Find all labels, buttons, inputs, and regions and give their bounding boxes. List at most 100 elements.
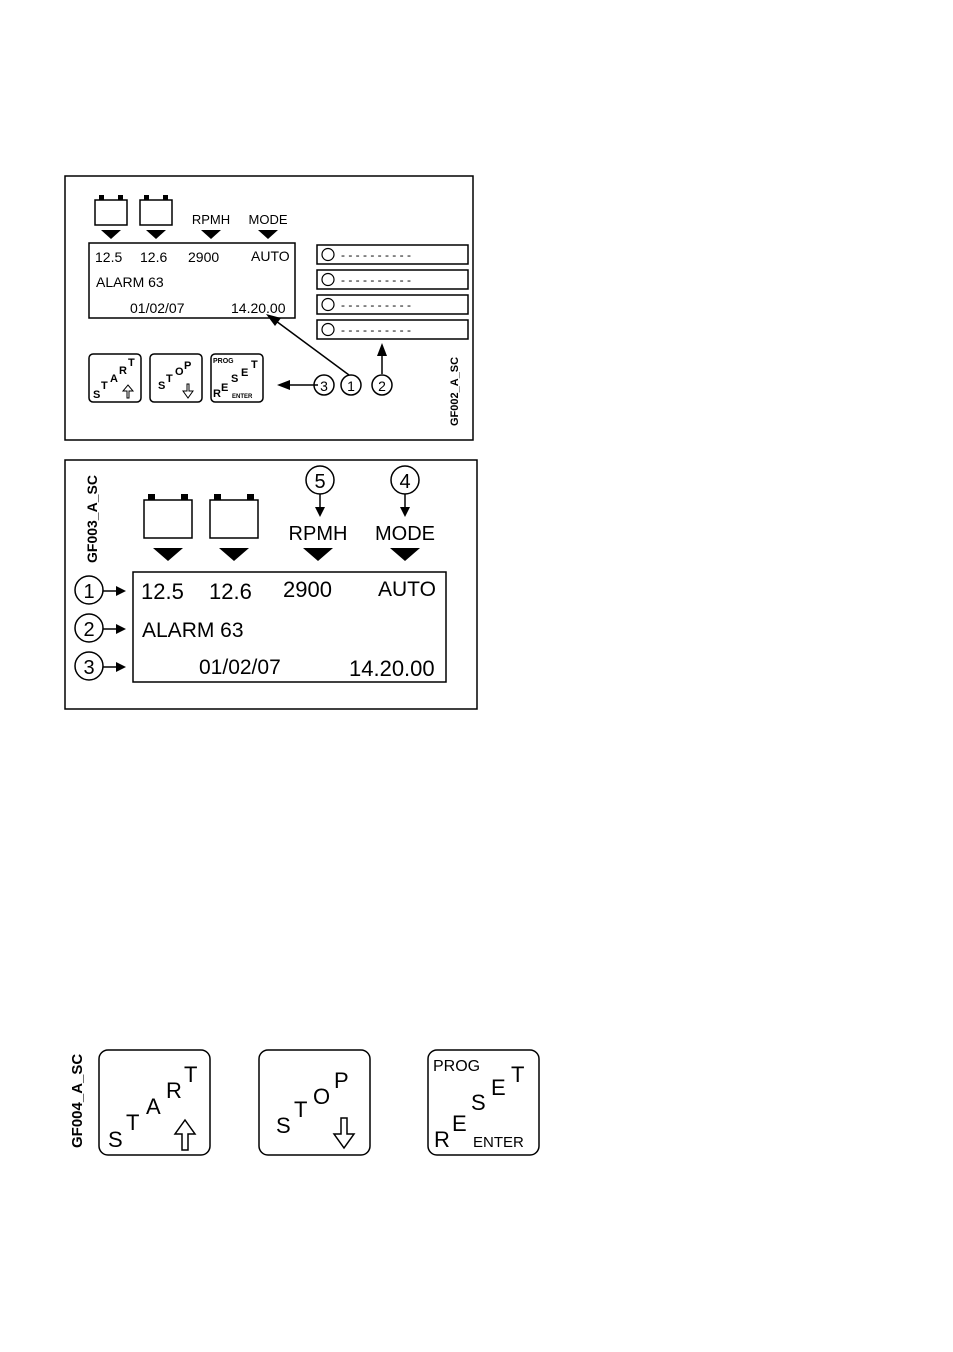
led-bar-dashes: - - - - - - - - - - [341, 248, 411, 262]
callout-circle [313, 374, 335, 396]
triangle-down-icon [101, 230, 121, 239]
triangle-down-icon [201, 230, 221, 239]
callout-number: 2 [378, 378, 386, 394]
battery-icon [209, 494, 259, 539]
svg-text:T: T [294, 1097, 307, 1122]
battery1-value: 12.5 [95, 249, 122, 265]
led-icon [321, 247, 335, 262]
led-bar-dashes: - - - - - - - - - - [341, 273, 411, 287]
arrow-right-icon [116, 662, 126, 672]
mode-label: MODE [249, 212, 288, 227]
callout-number: 3 [83, 657, 94, 679]
time-value: 14.20.00 [231, 300, 286, 316]
led-bar: - - - - - - - - - - [316, 319, 469, 340]
svg-text:E: E [241, 367, 248, 379]
svg-text:O: O [313, 1084, 330, 1109]
rpmh-value: 2900 [283, 577, 332, 602]
battery2-value: 12.6 [209, 579, 252, 604]
figure-code: GF002_A_SC [449, 357, 461, 426]
svg-text:R: R [434, 1127, 450, 1152]
svg-text:S: S [93, 389, 100, 401]
arrow-down-icon [332, 1117, 356, 1150]
start-button[interactable]: S T A R T [88, 353, 142, 403]
triangle-down-icon [258, 230, 278, 239]
callout-circle [340, 374, 362, 396]
callout-number: 3 [320, 378, 328, 394]
arrow-up-icon [377, 343, 387, 356]
callout-number: 2 [83, 619, 94, 641]
callout-number: 5 [314, 471, 325, 493]
figure-1-frame [64, 175, 474, 441]
svg-text:R: R [213, 388, 221, 400]
arrow-right-icon [116, 624, 126, 634]
svg-text:S: S [158, 380, 165, 392]
rpmh-label: RPMH [289, 523, 348, 545]
figure-2: GF003_A_SC 5 4 RPMH MODE 12.5 12.6 2900 [64, 459, 478, 710]
arrow-right-icon [116, 586, 126, 596]
svg-text:PROG: PROG [433, 1058, 480, 1075]
callout-arrow [275, 320, 350, 376]
arrow-down-icon [315, 507, 325, 517]
svg-text:T: T [511, 1062, 524, 1087]
battery-icon [139, 195, 173, 226]
led-icon [321, 322, 335, 337]
mode-value: AUTO [251, 248, 290, 264]
callout-circle [74, 613, 104, 643]
mode-value: AUTO [378, 578, 436, 601]
triangle-down-icon [153, 548, 183, 561]
alarm-text: ALARM 63 [96, 274, 164, 290]
svg-text:P: P [184, 360, 191, 372]
figure-2-frame [64, 459, 478, 710]
svg-text:T: T [101, 380, 108, 392]
reset-button-large[interactable]: PROG R E S E T ENTER [427, 1049, 540, 1156]
callout-number: 1 [347, 378, 355, 394]
svg-text:S: S [276, 1113, 291, 1138]
triangle-down-icon [390, 548, 420, 561]
reset-button[interactable]: PROG R E S E T ENTER [210, 353, 264, 403]
led-icon [321, 272, 335, 287]
svg-text:A: A [110, 373, 118, 385]
svg-text:T: T [126, 1110, 139, 1135]
lcd-display [132, 571, 447, 683]
date-value: 01/02/07 [130, 300, 185, 316]
led-bar-dashes: - - - - - - - - - - [341, 298, 411, 312]
led-bar: - - - - - - - - - - [316, 244, 469, 265]
figure-1: RPMH MODE 12.5 12.6 2900 AUTO ALARM 63 0… [64, 175, 474, 441]
led-bar-dashes: - - - - - - - - - - [341, 323, 411, 337]
battery-icon [94, 195, 128, 226]
svg-text:T: T [166, 373, 173, 385]
arrow-head-icon [266, 314, 281, 326]
battery1-value: 12.5 [141, 579, 184, 604]
arrow-down-icon [182, 383, 194, 399]
callout-circle [74, 651, 104, 681]
svg-text:E: E [491, 1075, 506, 1100]
svg-text:O: O [175, 366, 184, 378]
figure-code: GF003_A_SC [84, 475, 100, 563]
svg-text:T: T [184, 1062, 197, 1087]
battery2-value: 12.6 [140, 249, 167, 265]
arrow-down-icon [400, 507, 410, 517]
figure-3: GF004_A_SC S T A R T S T O P PROG R E S … [69, 1049, 540, 1156]
arrow-left-icon [277, 380, 290, 390]
callout-number: 4 [399, 471, 410, 493]
svg-text:PROG: PROG [213, 358, 234, 365]
date-value: 01/02/07 [199, 656, 281, 679]
svg-text:T: T [251, 359, 258, 371]
alarm-text: ALARM 63 [142, 619, 244, 642]
svg-text:S: S [471, 1090, 486, 1115]
rpmh-label: RPMH [192, 212, 230, 227]
start-button-large[interactable]: S T A R T [98, 1049, 211, 1156]
svg-text:ENTER: ENTER [232, 394, 253, 400]
figure-code: GF004_A_SC [69, 1054, 86, 1148]
stop-button-large[interactable]: S T O P [258, 1049, 371, 1156]
stop-button[interactable]: S T O P [149, 353, 203, 403]
rpmh-value: 2900 [188, 249, 219, 265]
svg-text:S: S [108, 1127, 123, 1152]
battery-icon [143, 494, 193, 539]
svg-text:ENTER: ENTER [473, 1134, 524, 1151]
lcd-display [88, 242, 296, 319]
svg-text:E: E [452, 1111, 467, 1136]
callout-number: 1 [83, 581, 94, 603]
svg-text:S: S [231, 373, 238, 385]
